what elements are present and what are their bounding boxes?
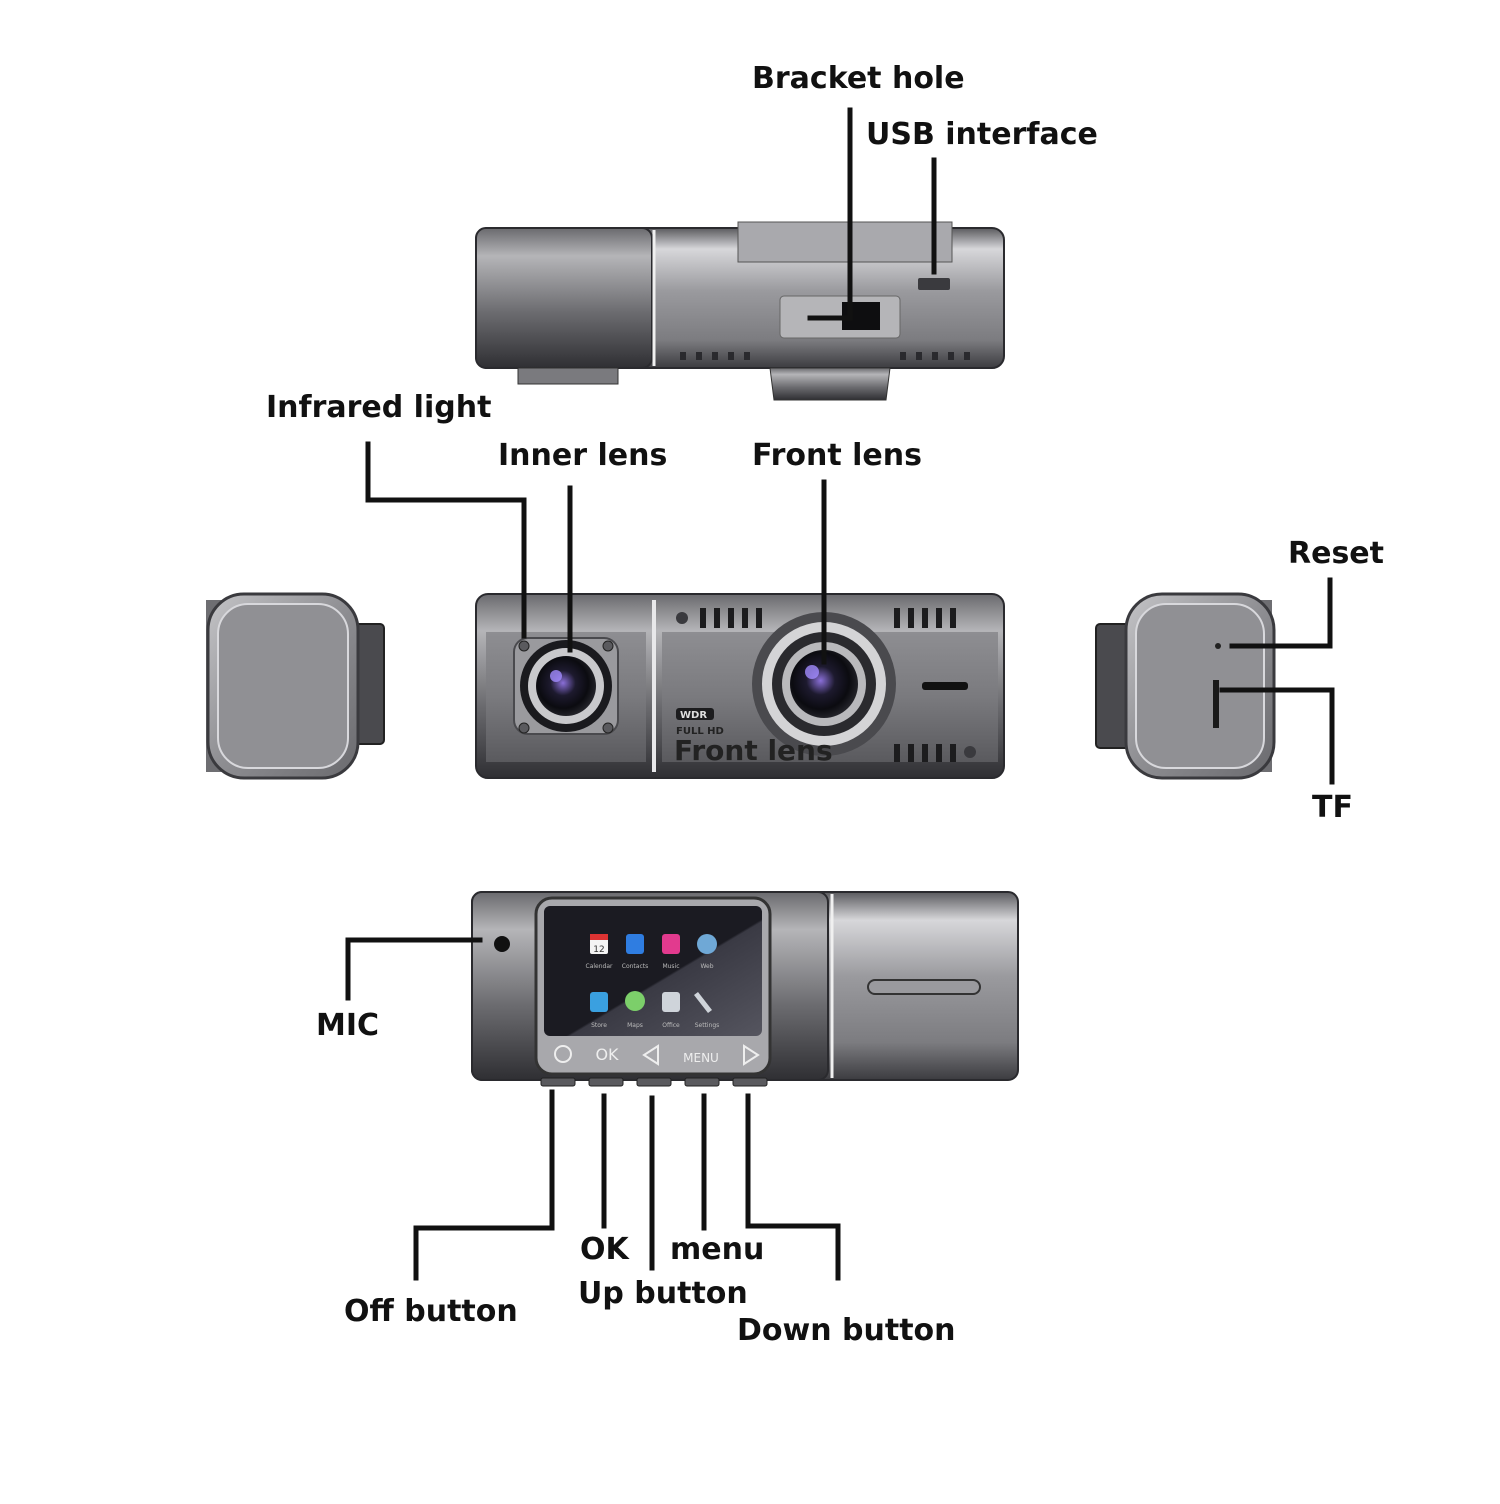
svg-text:Contacts: Contacts bbox=[622, 963, 648, 970]
infrared-leds bbox=[518, 640, 614, 734]
ok-button[interactable] bbox=[588, 1077, 624, 1087]
mic-leader bbox=[345, 937, 483, 1001]
up-button[interactable] bbox=[636, 1077, 672, 1087]
left-triangle-icon bbox=[642, 1044, 659, 1066]
svg-text:Office: Office bbox=[662, 1022, 680, 1029]
label-front-lens: Front lens bbox=[752, 438, 922, 473]
label-inner-lens: Inner lens bbox=[498, 438, 668, 473]
reset-pinhole bbox=[1215, 643, 1221, 649]
label-reset: Reset bbox=[1288, 536, 1384, 571]
full-hd-print: FULL HD bbox=[676, 726, 724, 737]
label-usb-interface: USB interface bbox=[866, 117, 1098, 152]
calendar-day: 12 bbox=[593, 945, 604, 955]
down-button[interactable] bbox=[732, 1077, 768, 1087]
tf-leader bbox=[1219, 687, 1335, 785]
usb-port bbox=[918, 278, 950, 290]
infrared-light-leader bbox=[365, 441, 527, 639]
front-lens-caption: Front lens bbox=[674, 734, 833, 767]
svg-text:Maps: Maps bbox=[627, 1022, 643, 1029]
label-mic: MIC bbox=[316, 1008, 380, 1043]
label-down-button: Down button bbox=[737, 1313, 956, 1348]
svg-text:Music: Music bbox=[662, 963, 679, 970]
label-tf: TF bbox=[1312, 790, 1353, 825]
leader-lines bbox=[345, 107, 1335, 1281]
top-view-device bbox=[475, 221, 1005, 401]
app-icons: 12 bbox=[590, 934, 717, 1013]
off-button[interactable] bbox=[540, 1077, 576, 1087]
svg-text:Web: Web bbox=[700, 963, 713, 970]
right-side-view bbox=[1095, 592, 1276, 780]
inner-lens bbox=[513, 637, 619, 735]
svg-text:Settings: Settings bbox=[695, 1022, 720, 1029]
down-button-leader bbox=[745, 1093, 841, 1281]
svg-text:Store: Store bbox=[591, 1022, 607, 1029]
tf-card-slot bbox=[1213, 680, 1219, 728]
reset-leader bbox=[1229, 577, 1333, 649]
label-bracket-hole: Bracket hole bbox=[752, 61, 965, 96]
label-up-button: Up button bbox=[578, 1276, 748, 1311]
lcd-screen bbox=[544, 906, 762, 1036]
app-captions: Calendar Contacts Music Web Store Maps O… bbox=[586, 963, 720, 1029]
label-off-button: Off button bbox=[344, 1294, 518, 1329]
screen-ok-legend: OK bbox=[595, 1045, 619, 1064]
mic-hole bbox=[494, 936, 510, 952]
right-triangle-icon bbox=[743, 1044, 760, 1066]
off-button-leader bbox=[413, 1089, 555, 1281]
svg-text:Calendar: Calendar bbox=[586, 963, 614, 970]
screen-view-device: 12 Calendar Contacts Music Web Store Map… bbox=[471, 891, 1019, 1087]
wdr-print: WDR bbox=[680, 710, 707, 721]
left-side-view bbox=[206, 592, 385, 780]
label-ok: OK bbox=[580, 1232, 629, 1267]
speaker-grille bbox=[867, 979, 981, 995]
front-lens bbox=[752, 612, 896, 756]
menu-button[interactable] bbox=[684, 1077, 720, 1087]
front-view-device: WDR FULL HD Front lens bbox=[475, 593, 1005, 779]
power-icon bbox=[554, 1045, 572, 1063]
label-menu: menu bbox=[670, 1232, 765, 1267]
screen-menu-legend: MENU bbox=[683, 1051, 719, 1065]
label-infrared-light: Infrared light bbox=[266, 390, 492, 425]
bracket-hole-leader bbox=[807, 107, 853, 321]
